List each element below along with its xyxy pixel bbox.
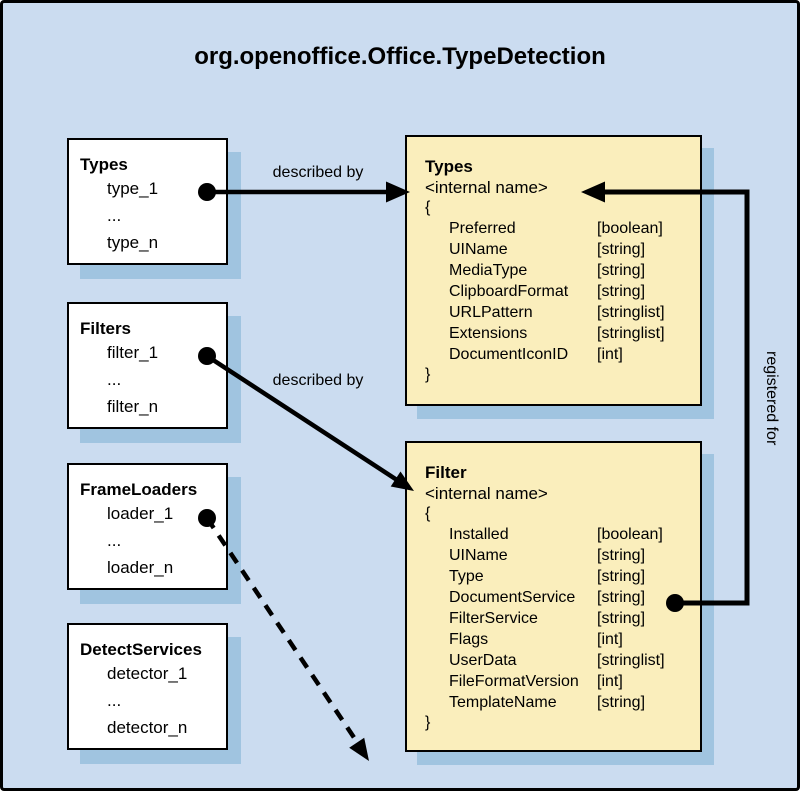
property-row: UIName [string] bbox=[425, 545, 700, 566]
group-box-title: Types bbox=[80, 155, 128, 174]
property-row: TemplateName [string] bbox=[425, 692, 700, 713]
list-item: loader_1 bbox=[107, 504, 174, 523]
close-brace: } bbox=[425, 714, 431, 731]
schema-title: Types bbox=[425, 157, 473, 176]
property-type: [string] bbox=[597, 610, 646, 627]
property-type: [string] bbox=[597, 547, 646, 564]
property-type: [int] bbox=[597, 346, 623, 363]
property-type: [boolean] bbox=[597, 526, 663, 543]
property-name: ClipboardFormat bbox=[449, 283, 569, 300]
property-name: TemplateName bbox=[449, 694, 557, 711]
list-item: filter_1 bbox=[107, 343, 159, 362]
filters-group-box: Filters filter_1 ... filter_n bbox=[67, 302, 228, 429]
property-name: FilterService bbox=[449, 610, 538, 627]
property-row: Type [string] bbox=[425, 566, 700, 587]
property-name: Flags bbox=[449, 631, 489, 648]
property-type: [string] bbox=[597, 241, 646, 258]
property-row: URLPattern [stringlist] bbox=[425, 302, 700, 323]
filter-schema-box: Filter <internal name> { Installed [bool… bbox=[405, 441, 702, 752]
property-row: DocumentIconID [int] bbox=[425, 344, 700, 365]
schema-title: Filter bbox=[425, 463, 467, 482]
types-described-by-arrow bbox=[198, 181, 410, 203]
property-type: [string] bbox=[597, 283, 646, 300]
property-name: FileFormatVersion bbox=[449, 673, 579, 690]
frameloaders-group-box: FrameLoaders loader_1 ... loader_n bbox=[67, 463, 228, 590]
open-brace: { bbox=[425, 199, 431, 216]
diagram-title: org.openoffice.Office.TypeDetection bbox=[194, 43, 606, 70]
property-name: URLPattern bbox=[449, 304, 533, 321]
filters-described-by-arrow bbox=[198, 347, 414, 491]
property-type: [string] bbox=[597, 589, 646, 606]
list-item: detector_1 bbox=[107, 664, 188, 683]
registered-for-label: registered for bbox=[763, 350, 780, 446]
list-item: detector_n bbox=[107, 718, 188, 737]
list-item-ellipsis: ... bbox=[107, 370, 122, 389]
described-by-label: described by bbox=[272, 372, 364, 389]
detectservices-group-box: DetectServices detector_1 ... detector_n bbox=[67, 623, 228, 750]
property-name: UIName bbox=[449, 241, 508, 258]
property-row: Flags [int] bbox=[425, 629, 700, 650]
property-row: Installed [boolean] bbox=[425, 524, 700, 545]
types-schema-box: Types <internal name> { Preferred [boole… bbox=[405, 135, 702, 406]
open-brace: { bbox=[425, 505, 431, 522]
list-item-ellipsis: ... bbox=[107, 691, 122, 710]
schema-internal-name: <internal name> bbox=[425, 178, 548, 197]
property-name: UIName bbox=[449, 547, 508, 564]
property-row: FileFormatVersion [int] bbox=[425, 671, 700, 692]
property-row: UserData [stringlist] bbox=[425, 650, 700, 671]
property-type: [string] bbox=[597, 694, 646, 711]
property-name: DocumentService bbox=[449, 589, 576, 606]
property-name: Extensions bbox=[449, 325, 528, 342]
close-brace: } bbox=[425, 366, 431, 383]
list-item: type_n bbox=[107, 233, 159, 252]
property-row: ClipboardFormat [string] bbox=[425, 281, 700, 302]
group-box-title: FrameLoaders bbox=[80, 480, 198, 499]
list-item-ellipsis: ... bbox=[107, 206, 122, 225]
property-row: DocumentService [string] bbox=[425, 587, 700, 608]
list-item: type_1 bbox=[107, 179, 159, 198]
property-name: Type bbox=[449, 568, 484, 585]
property-row: MediaType [string] bbox=[425, 260, 700, 281]
property-type: [boolean] bbox=[597, 220, 663, 237]
property-type: [string] bbox=[597, 568, 646, 585]
list-item: filter_n bbox=[107, 397, 159, 416]
property-name: DocumentIconID bbox=[449, 346, 569, 363]
property-type: [stringlist] bbox=[597, 652, 665, 669]
property-row: Preferred [boolean] bbox=[425, 218, 700, 239]
property-name: MediaType bbox=[449, 262, 528, 279]
types-group-box: Types type_1 ... type_n bbox=[67, 138, 228, 265]
property-name: UserData bbox=[449, 652, 517, 669]
schema-internal-name: <internal name> bbox=[425, 484, 548, 503]
property-type: [int] bbox=[597, 631, 623, 648]
property-name: Installed bbox=[449, 526, 509, 543]
list-item: loader_n bbox=[107, 558, 174, 577]
list-item-ellipsis: ... bbox=[107, 531, 122, 550]
group-box-title: Filters bbox=[80, 319, 132, 338]
property-row: UIName [string] bbox=[425, 239, 700, 260]
group-box-title: DetectServices bbox=[80, 640, 202, 659]
property-name: Preferred bbox=[449, 220, 516, 237]
described-by-label: described by bbox=[272, 164, 364, 181]
property-type: [string] bbox=[597, 262, 646, 279]
property-row: Extensions [stringlist] bbox=[425, 323, 700, 344]
property-type: [stringlist] bbox=[597, 325, 665, 342]
property-type: [int] bbox=[597, 673, 623, 690]
property-row: FilterService [string] bbox=[425, 608, 700, 629]
property-type: [stringlist] bbox=[597, 304, 665, 321]
